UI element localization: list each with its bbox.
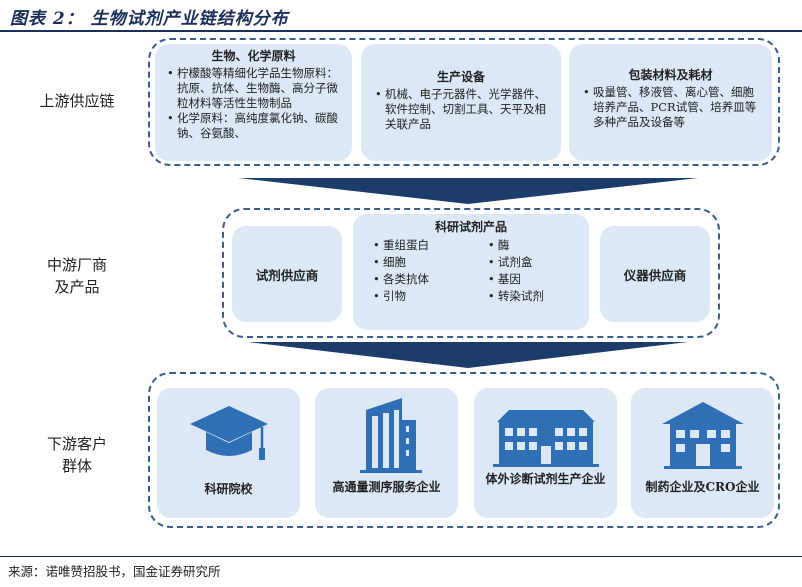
card-heading: 生产设备 bbox=[436, 70, 485, 84]
upstream-card-packaging: 包装材料及耗材 吸量管、移液管、离心管、细胞培养产品、PCR试管、培养皿等多种产… bbox=[569, 44, 772, 161]
card-label: 科研院校 bbox=[204, 482, 253, 496]
midstream-dashed-frame bbox=[222, 208, 720, 338]
downstream-card-research-institutes: 科研院校 bbox=[157, 388, 300, 518]
downstream-card-pharma-cro: 制药企业及CRO企业 bbox=[631, 388, 774, 518]
list-item: 引物 bbox=[369, 288, 478, 305]
instrument-supplier-card: 仪器供应商 bbox=[600, 226, 710, 322]
product-column-right: 酶 试剂盒 基因 转染试剂 bbox=[478, 237, 581, 305]
downstream-label-line2: 群体 bbox=[61, 457, 92, 475]
list-item: 细胞 bbox=[369, 254, 478, 271]
house-building-icon bbox=[661, 402, 744, 469]
graduation-cap-icon bbox=[189, 406, 268, 460]
source-note: 来源：诺唯赞招股书，国金证券研究所 bbox=[8, 564, 221, 579]
upstream-label: 上游供应链 bbox=[39, 92, 115, 110]
midstream-label-line1: 中游厂商 bbox=[46, 256, 107, 274]
upstream-card-equipment: 生产设备 机械、电子元器件、光学器件、软件控制、切割工具、天平及相关联产品 bbox=[361, 44, 561, 161]
product-column-left: 重组蛋白 细胞 各类抗体 引物 bbox=[361, 237, 478, 305]
midstream-label-line2: 及产品 bbox=[54, 278, 100, 296]
factory-building-icon bbox=[492, 410, 599, 467]
card-label: 制药企业及CRO企业 bbox=[645, 480, 760, 494]
downstream-label-line1: 下游客户 bbox=[46, 435, 107, 453]
upstream-card-raw-materials: 生物、化学原料 柠檬酸等精细化学品生物原料：抗原、抗体、生物酶、高分子微粒材料等… bbox=[155, 44, 352, 161]
list-item: 吸量管、移液管、离心管、细胞培养产品、PCR试管、培养皿等多种产品及设备等 bbox=[579, 85, 762, 130]
list-item: 化学原料：高纯度氯化钠、碳酸钠、谷氨酸、 bbox=[163, 111, 344, 141]
list-item: 基因 bbox=[484, 271, 581, 288]
list-item: 柠檬酸等精细化学品生物原料：抗原、抗体、生物酶、高分子微粒材料等活性生物制品 bbox=[163, 66, 344, 111]
downstream-card-ivd-manufacturers: 体外诊断试剂生产企业 bbox=[474, 388, 617, 518]
reagent-supplier-card: 试剂供应商 bbox=[232, 226, 342, 322]
list-item: 各类抗体 bbox=[369, 271, 478, 288]
downstream-label: 下游客户 群体 bbox=[22, 433, 132, 477]
research-reagent-products-card: 科研试剂产品 重组蛋白 细胞 各类抗体 引物 酶 试剂盒 基因 转染试剂 bbox=[353, 214, 589, 330]
card-label: 高通量测序服务企业 bbox=[332, 480, 441, 494]
list-item: 转染试剂 bbox=[484, 288, 581, 305]
card-heading: 包装材料及耗材 bbox=[628, 68, 713, 82]
list-item: 酶 bbox=[484, 237, 581, 254]
list-item: 重组蛋白 bbox=[369, 237, 478, 254]
flow-arrow-midstream-to-downstream bbox=[248, 342, 688, 368]
downstream-card-sequencing-services: 高通量测序服务企业 bbox=[315, 388, 458, 518]
source-rule bbox=[0, 556, 802, 557]
flow-arrow-upstream-to-midstream bbox=[238, 178, 698, 204]
title-rule bbox=[0, 30, 802, 32]
midstream-label: 中游厂商 及产品 bbox=[22, 254, 132, 298]
card-heading: 科研试剂产品 bbox=[434, 220, 507, 234]
upstream-dashed-frame bbox=[148, 38, 780, 166]
list-item: 机械、电子元器件、光学器件、软件控制、切割工具、天平及相关联产品 bbox=[371, 87, 551, 132]
card-label: 体外诊断试剂生产企业 bbox=[485, 472, 606, 486]
list-item: 试剂盒 bbox=[484, 254, 581, 271]
figure-title: 图表 2： 生物试剂产业链结构分布 bbox=[10, 9, 289, 29]
office-building-icon bbox=[359, 398, 422, 473]
card-heading: 生物、化学原料 bbox=[211, 49, 296, 63]
downstream-dashed-frame bbox=[148, 372, 780, 528]
product-columns: 重组蛋白 细胞 各类抗体 引物 酶 试剂盒 基因 转染试剂 bbox=[361, 237, 581, 305]
